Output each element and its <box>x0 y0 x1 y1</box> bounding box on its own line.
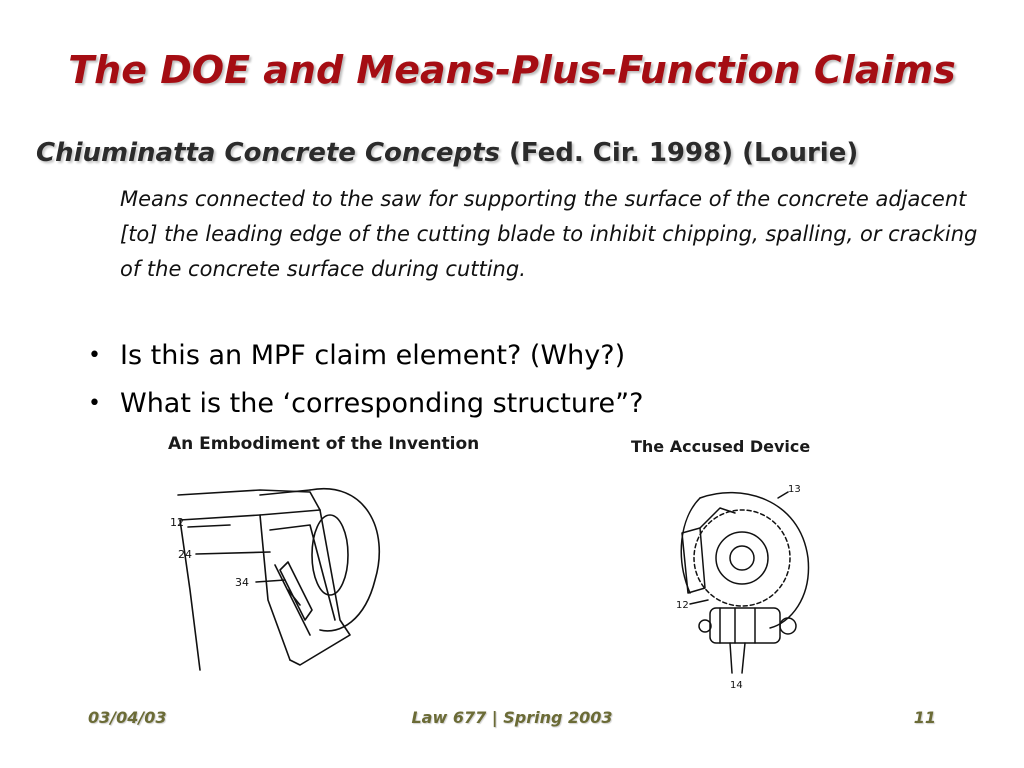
footer-course: Law 677 | Spring 2003 <box>411 708 613 727</box>
bullet-glyph: • <box>88 343 101 368</box>
accused-label: 14 <box>730 680 743 691</box>
invention-label: 12 <box>170 516 184 529</box>
accused-device-drawing: 13 12 14 <box>676 484 810 691</box>
bullet-glyph: • <box>88 391 101 416</box>
bullet-item: • Is this an MPF claim element? (Why?) <box>88 332 643 380</box>
invention-label: 24 <box>178 548 192 561</box>
case-citation: (Fed. Cir. 1998) (Lourie) <box>499 138 859 168</box>
bullet-text: What is the ‘corresponding structure”? <box>120 388 644 419</box>
case-name: Chiuminatta Concrete Concepts <box>36 138 500 168</box>
claim-quote: Means connected to the saw for supportin… <box>120 187 978 281</box>
invention-drawing: 12 24 34 <box>170 487 380 671</box>
invention-label: 34 <box>235 576 249 589</box>
case-heading: Chiuminatta Concrete Concepts (Fed. Cir.… <box>36 138 858 168</box>
accused-label: 12 <box>676 600 689 611</box>
bullet-list: • Is this an MPF claim element? (Why?) • W… <box>88 332 643 428</box>
invention-caption: An Embodiment of the Invention <box>168 434 480 454</box>
footer-date: 03/04/03 <box>88 708 167 727</box>
bullet-text: Is this an MPF claim element? (Why?) <box>120 340 626 371</box>
bullet-item: • What is the ‘corresponding structure”? <box>88 380 643 428</box>
slide-title: The DOE and Means-Plus-Function Claims <box>68 48 956 92</box>
accused-label: 13 <box>788 484 801 495</box>
footer-page-number: 11 <box>913 708 936 727</box>
accused-device-caption: The Accused Device <box>631 437 811 456</box>
